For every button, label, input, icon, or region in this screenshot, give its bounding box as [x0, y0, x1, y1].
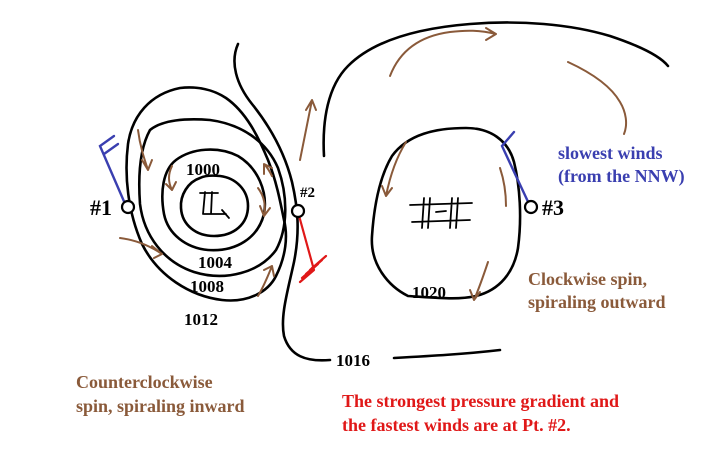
arrow-left-down [137, 129, 153, 171]
clockwise-note-line2: spiraling outward [528, 292, 666, 312]
gradient-note-line1: The strongest pressure gradient and [342, 391, 619, 411]
arrow-left-high [381, 141, 407, 197]
isobar-1020 [370, 126, 522, 300]
gradient-note-line2: the fastest winds are at Pt. #2. [342, 415, 571, 435]
point-2-label: #2 [300, 185, 315, 201]
isobar-1012 [125, 86, 288, 302]
low-wind-arrows [119, 99, 317, 297]
arrow-bottom-high [469, 261, 489, 301]
isobar-label-1016: 1016 [336, 351, 370, 370]
arrow-top-high [389, 27, 497, 77]
wind-barb-point-3 [500, 130, 532, 208]
isobar-label-1008: 1008 [190, 277, 224, 296]
arrow-right-mid-high [499, 167, 507, 207]
isobar-label-1004: 1004 [198, 253, 233, 272]
isobar-1004 [161, 148, 267, 252]
wind-barb-point-1 [98, 134, 128, 208]
arrow-top-center [299, 99, 317, 161]
arrow-bottom-up [257, 265, 275, 297]
low-center-symbol [199, 191, 230, 219]
arrow-left-in [119, 237, 163, 259]
point-1-marker [120, 199, 136, 215]
high-center-symbol [409, 197, 473, 229]
arrow-right-inner [257, 187, 271, 217]
arrow-inner-down [165, 165, 177, 191]
slowest-winds-note-line2: (from the NNW) [558, 166, 685, 187]
isobar-1008 [138, 118, 287, 278]
slowest-winds-note-line1: slowest winds [558, 143, 663, 163]
isobar-label-1012: 1012 [184, 310, 218, 329]
isobar-1000 [179, 174, 250, 238]
clockwise-note-line1: Clockwise spin, [528, 269, 647, 289]
isobar-label-1020: 1020 [412, 283, 446, 302]
wind-barb-point-2 [296, 210, 328, 284]
isobar-label-1000: 1000 [186, 160, 220, 179]
arrow-right-up [263, 163, 273, 177]
point-1-label: #1 [90, 195, 112, 220]
point-3-marker [523, 199, 539, 215]
isobar-1016 [233, 42, 502, 362]
isobar-1016-upper [322, 21, 670, 158]
point-3-label: #3 [542, 195, 564, 220]
point-2-marker [290, 203, 306, 219]
arrow-right-high [567, 61, 628, 135]
ccw-note-line1: Counterclockwise [76, 372, 213, 392]
ccw-note-line2: spin, spiraling inward [76, 396, 245, 416]
high-wind-arrows [381, 27, 628, 301]
